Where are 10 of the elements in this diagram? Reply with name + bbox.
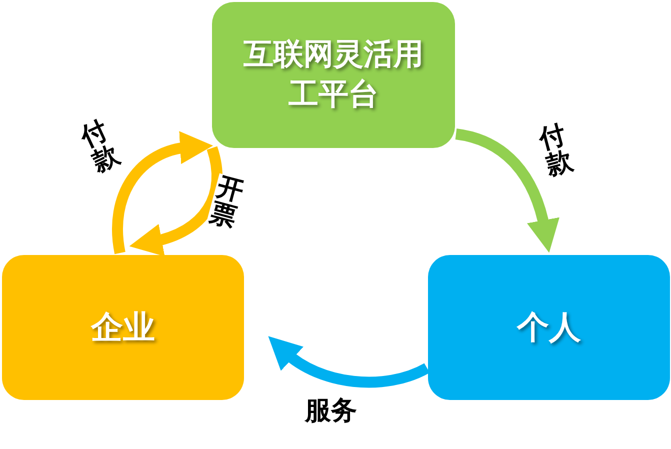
edge-label: 服务 [305, 398, 357, 426]
individual-box [428, 255, 670, 400]
enterprise-box [2, 255, 244, 400]
curved-arrow [112, 132, 213, 254]
node-label: 企业 [91, 306, 155, 348]
node-label: 个人 [517, 306, 581, 348]
platform-box [212, 2, 455, 148]
curved-arrow [455, 128, 559, 253]
curved-arrow [267, 337, 430, 388]
node-label: 互联网灵活用工平台 [242, 36, 424, 114]
